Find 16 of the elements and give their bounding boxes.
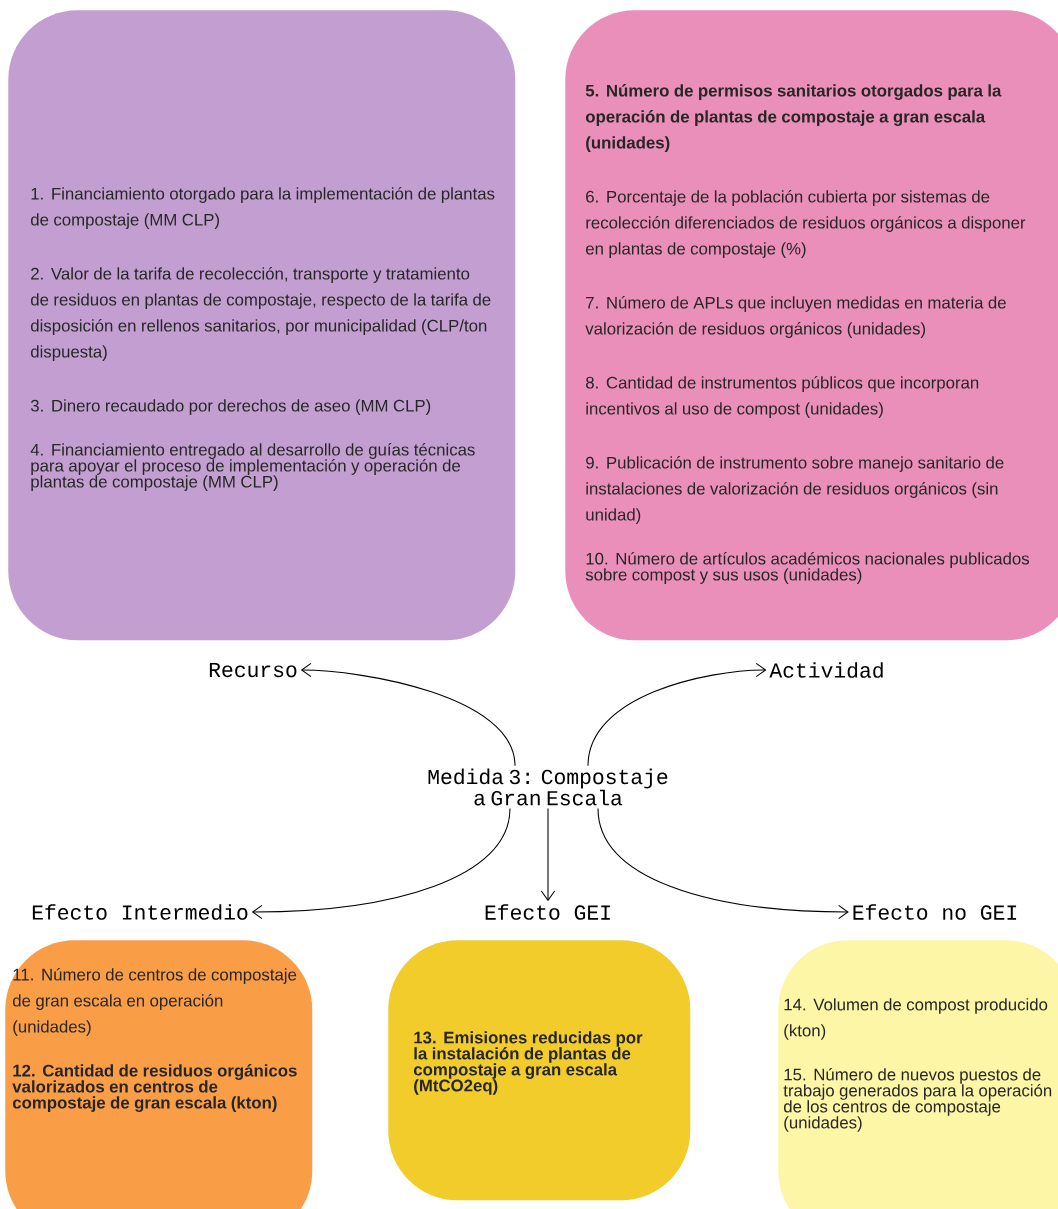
category-label: Recurso: [209, 662, 297, 678]
indicator-card: 14. Volumen de compost producido (kton) 15. Número de nuevos puestos de trabajo generados para la operación de los centros de compostaje (unidades): [778, 940, 1058, 1209]
category-label: Efecto Intermedio: [32, 904, 248, 920]
arrow: [300, 662, 516, 767]
indicator-card: 1. Financiamiento otorgado para la implementación de plantas de compostaje (MM CLP) 2. Valor de la tarifa de recolección, transporte y tratamiento de residuos en plantas de compostaje, respecto de la tarifa de disposición en rellenos sanitarios, por municipalidad (CLP/ton dispuesta) 3. Dinero recaudado por derechos de aseo (MM CLP) 4. Financiamiento entregado al desarrollo de guías técnicas para apoyar el proceso de implementación y operación de plantas de compostaje (MM CLP): [8, 10, 516, 641]
indicator-card: 11. Número de centros de compostaje de gran escala en operación (unidades) 12. Cantidad de residuos orgánicos valorizados en centros de compostaje de gran escala (kton): [5, 940, 313, 1209]
arrow: [540, 807, 556, 902]
category-label: Efecto no GEI: [853, 904, 1017, 920]
arrow: [251, 807, 511, 920]
indicator-card: 5. Número de permisos sanitarios otorgados para la operación de plantas de compostaje a gran escala (unidades) 6. Porcentaje de la población cubierta por sistemas de recolección diferenciados de residuos orgánicos a disponer en plantas de compostaje (%) 7. Número de APLs que incluyen medidas en materia de valorización de residuos orgánicos (unidades) 8. Cantidad de instrumentos públicos que incorporan incentivos al uso de compost (unidades) 9. Publicación de instrumento sobre manejo sanitario de instalaciones de valorización de residuos orgánicos (sin unidad) 10. Número de artículos académicos nacionales publicados sobre compost y sus usos (unidades): [565, 10, 1058, 641]
category-label: Actividad: [769, 662, 883, 678]
arrow: [597, 807, 849, 920]
arrow: [587, 662, 767, 767]
title-text: Medida 3: Compostaje a Gran Escala: [428, 768, 668, 806]
category-label: Efecto GEI: [485, 904, 610, 920]
indicator-card: 13. Emisiones reducidas por la instalación de plantas de compostaje a gran escala (MtCO2eq): [388, 940, 691, 1201]
